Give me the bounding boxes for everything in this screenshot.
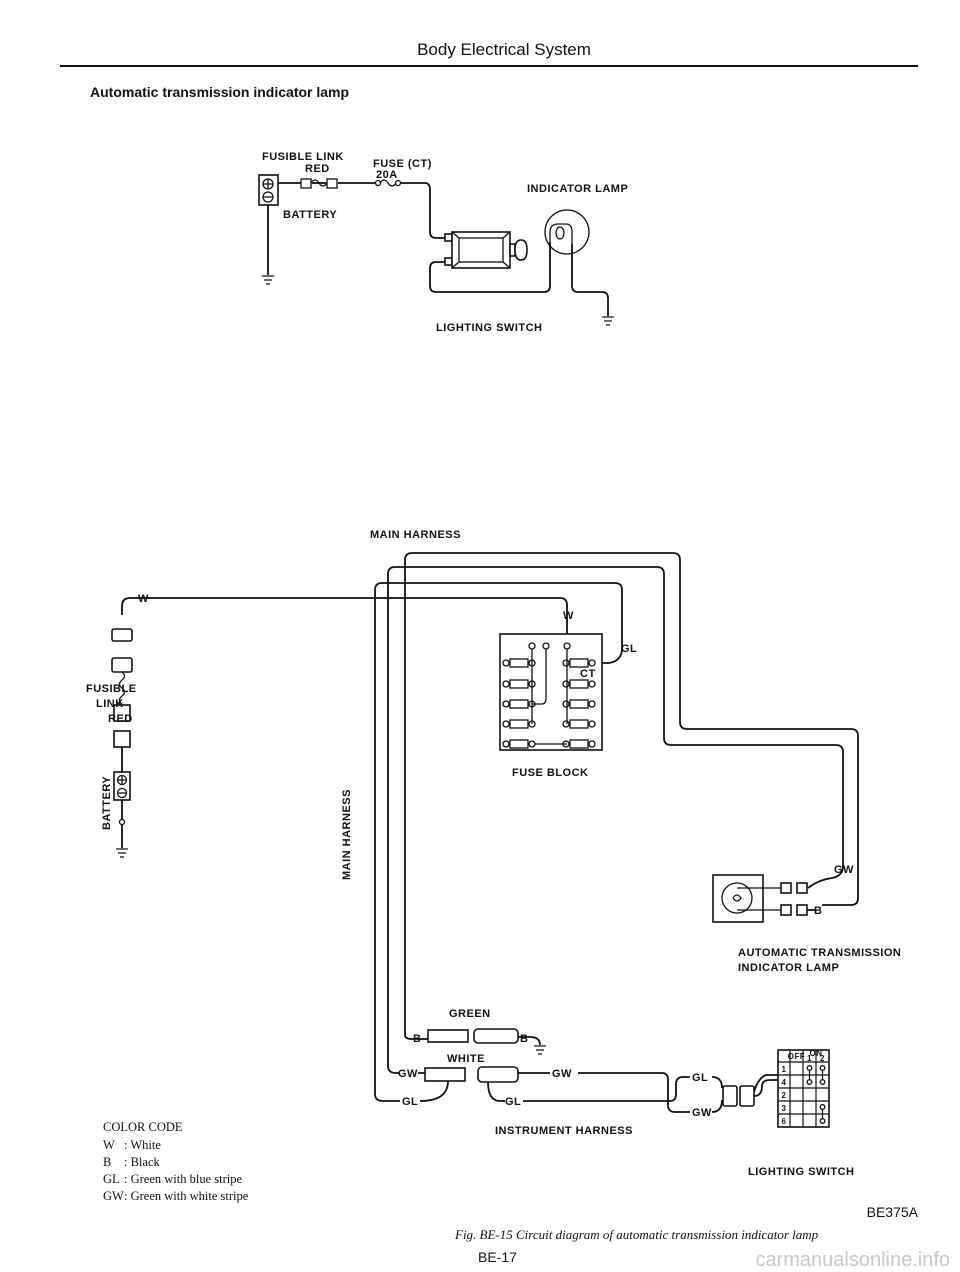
fusible-link-color-label: RED — [305, 163, 330, 175]
fuse-icon — [562, 739, 596, 749]
wire-gl-label: GL — [621, 643, 637, 655]
color-code-item: B : Black — [103, 1155, 161, 1169]
fuse-icon — [562, 699, 596, 709]
page-header: Body Electrical System — [417, 40, 591, 59]
wire-gl-label: GL — [402, 1096, 418, 1108]
wire-gl-label: GL — [692, 1072, 708, 1084]
lighting-switch-label: LIGHTING SWITCH — [436, 322, 543, 334]
color-code: GL — [103, 1172, 120, 1186]
figure-caption: Fig. BE-15 Circuit diagram of automatic … — [454, 1227, 819, 1242]
battery-icon — [258, 174, 279, 206]
switch-position: 1 — [807, 1054, 812, 1063]
wire-gw-label: GW — [552, 1068, 572, 1080]
lighting-switch-connector — [722, 1085, 755, 1107]
wire-b-label: B — [413, 1033, 421, 1045]
at-lamp-label: INDICATOR LAMP — [738, 962, 839, 974]
white-connector-label: WHITE — [447, 1053, 485, 1065]
fuse-icon — [562, 719, 596, 729]
switch-terminal: 4 — [782, 1078, 787, 1087]
ground-icon — [262, 275, 274, 285]
color-code-description: : Green with blue stripe — [124, 1172, 242, 1186]
fuse-icon — [502, 739, 536, 749]
fuse-icon — [562, 679, 596, 689]
fusible-link-label: FUSIBLE — [86, 683, 137, 695]
fuse-block: CT — [499, 633, 603, 751]
battery-label: BATTERY — [283, 209, 337, 221]
switch-terminal: 6 — [782, 1117, 787, 1126]
instrument-harness-label: INSTRUMENT HARNESS — [495, 1125, 633, 1137]
fusible-link-icon — [300, 178, 338, 189]
fuse-block-label: FUSE BLOCK — [512, 767, 589, 779]
main-harness-label: MAIN HARNESS — [370, 529, 461, 541]
switch-on-header: ON — [810, 1049, 823, 1058]
wire-w-label: W — [138, 593, 149, 605]
color-code: B — [103, 1155, 111, 1169]
section-title: Automatic transmission indicator lamp — [90, 84, 349, 100]
switch-terminal: 1 — [782, 1065, 787, 1074]
fusible-link-label: FUSIBLE LINK — [262, 151, 344, 163]
ground-icon — [116, 848, 128, 858]
color-code-description: : Green with white stripe — [124, 1189, 249, 1203]
color-code-title: COLOR CODE — [103, 1120, 183, 1134]
fuse-icon — [374, 179, 402, 187]
switch-position: 2 — [820, 1054, 825, 1063]
fuse-rating-label: 20A — [376, 169, 398, 181]
color-code-item: GL : Green with blue stripe — [103, 1172, 242, 1186]
indicator-lamp-icon — [544, 209, 590, 255]
switch-terminal: 2 — [782, 1091, 787, 1100]
color-code-item: W : White — [103, 1138, 161, 1152]
wire-w-label: W — [563, 610, 574, 622]
wiring-diagram: MAIN HARNESS MAIN HARNESS W GL CT FUSE B… — [86, 529, 901, 1178]
fusible-link-label: LINK — [96, 698, 124, 710]
battery-label: BATTERY — [101, 776, 113, 830]
switch-terminal: 3 — [782, 1104, 787, 1113]
page-number: BE-17 — [478, 1249, 517, 1265]
fuse-label: FUSE (CT) — [373, 158, 432, 170]
ground-icon — [602, 316, 614, 326]
figure-code: BE375A — [867, 1204, 919, 1220]
main-harness-vertical-label: MAIN HARNESS — [341, 789, 353, 880]
white-connector — [424, 1066, 519, 1083]
wire-gw-label: GW — [692, 1107, 712, 1119]
fuse-icon — [562, 658, 596, 668]
fuse-ct-label: CT — [580, 668, 596, 680]
color-code-description: : White — [124, 1138, 161, 1152]
fuse-icon — [502, 719, 536, 729]
connector-icon — [111, 628, 133, 748]
lighting-switch-icon — [444, 231, 528, 269]
fuse-icon — [502, 679, 536, 689]
watermark: carmanualsonline.info — [755, 1249, 950, 1271]
color-code-item: GW: Green with white stripe — [103, 1189, 249, 1203]
wire-b-label: B — [520, 1033, 528, 1045]
green-connector-label: GREEN — [449, 1008, 491, 1020]
schematic-diagram: FUSIBLE LINK RED FUSE (CT) 20A BATTERY I… — [258, 151, 628, 334]
color-code-description: : Black — [124, 1155, 161, 1169]
at-lamp-label: AUTOMATIC TRANSMISSION — [738, 947, 901, 959]
fusible-link-color-label: RED — [108, 713, 133, 725]
color-code: W — [103, 1138, 115, 1152]
wire-gw-label: GW — [398, 1068, 418, 1080]
at-indicator-lamp-icon — [712, 874, 808, 923]
fuse-icon — [502, 658, 536, 668]
battery-icon — [113, 771, 131, 826]
indicator-lamp-label: INDICATOR LAMP — [527, 183, 628, 195]
fuse-icon — [502, 699, 536, 709]
green-connector — [427, 1028, 519, 1044]
wire-gl-label: GL — [505, 1096, 521, 1108]
ground-icon — [534, 1045, 546, 1055]
lighting-switch-label: LIGHTING SWITCH — [748, 1166, 855, 1178]
wire-gw-label: GW — [834, 864, 854, 876]
switch-off-header: OFF — [788, 1052, 806, 1061]
wire-b-label: B — [814, 905, 822, 917]
color-code: GW — [103, 1189, 124, 1203]
